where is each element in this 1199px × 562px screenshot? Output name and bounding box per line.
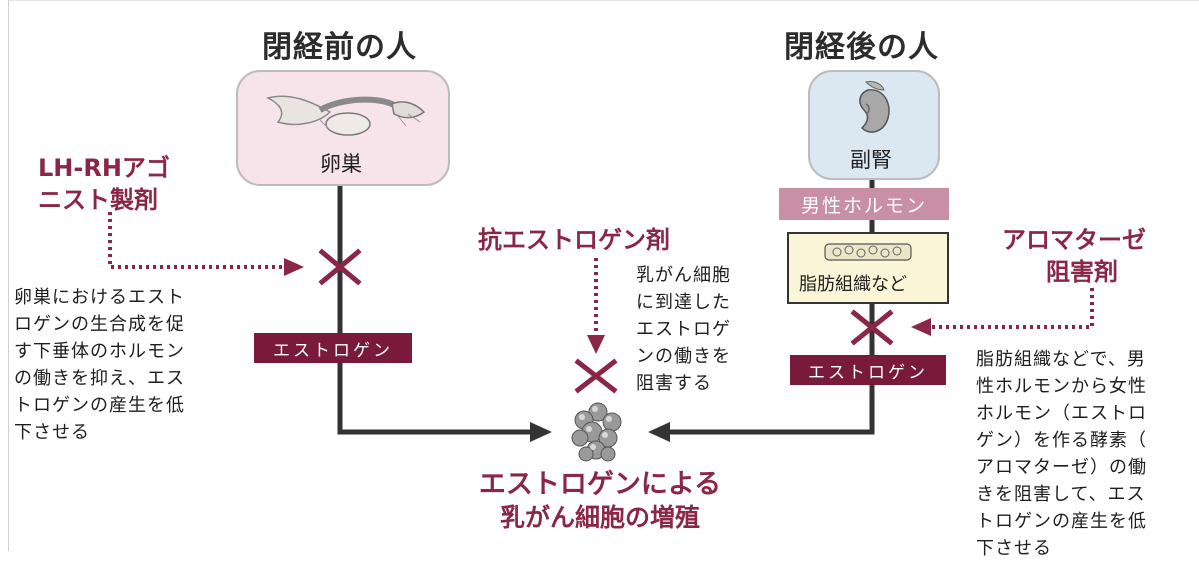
cancer-cell-cluster-icon <box>571 402 622 462</box>
antiestrogen-label: 抗エストロゲン剤 <box>478 226 670 254</box>
antiestrogen-note-line: エストロゲ <box>636 319 731 340</box>
adrenal-box: 副腎 <box>808 70 940 180</box>
postmenopause-title: 閉経後の人 <box>784 30 939 65</box>
aromatase-inhibitor-line2: 阻害剤 <box>1046 258 1118 286</box>
aromatase-inhibitor-label: アロマターゼ 阻害剤 <box>1002 224 1146 288</box>
x-block-mark-center <box>574 358 618 394</box>
antiestrogen-note-line: 阻害する <box>636 373 712 394</box>
aromatase-note-line: 下させる <box>976 538 1052 559</box>
antiestrogen-note: 乳がん細胞 に到達した エストロゲ ンの働きを 阻害する <box>636 262 731 397</box>
ovary-illustration-icon <box>265 95 426 136</box>
lhrh-dotted-line <box>108 212 285 269</box>
aromatase-note-line: 脂肪組織などで、男 <box>976 349 1146 370</box>
adrenal-label: 副腎 <box>850 148 892 172</box>
lhrh-dotted-arrowhead <box>284 258 304 276</box>
aromatase-note-line: ホルモン（エストロ <box>976 403 1147 424</box>
aromatase-note-line: きを阻害して、エス <box>976 484 1146 505</box>
aromatase-dotted-arrowhead <box>911 318 931 336</box>
aromatase-dotted-line <box>930 288 1094 329</box>
lhrh-note-line: ロゲンの生合成を促 <box>14 314 185 335</box>
lhrh-note-line: す下垂体のホルモン <box>14 341 185 362</box>
aromatase-inhibitor-line1: アロマターゼ <box>1002 226 1146 254</box>
lhrh-note-line: 卵巣におけるエスト <box>14 287 185 308</box>
fat-tissue-label: 脂肪組織など <box>799 274 907 295</box>
fat-tissue-illustration-icon <box>824 243 912 261</box>
aromatase-note-line: 性ホルモンから女性 <box>976 376 1147 397</box>
ovary-label: 卵巣 <box>320 152 362 176</box>
x-block-mark-left <box>318 248 362 286</box>
antiestrogen-note-line: ンの働きを <box>636 346 731 367</box>
adrenal-kidney-illustration-icon <box>859 81 890 133</box>
ovary-box: 卵巣 <box>236 70 450 186</box>
lhrh-agonist-line1: LH-RHアゴ <box>38 154 170 182</box>
fat-tissue-box: 脂肪組織など <box>787 232 949 304</box>
result-line2: 乳がん細胞の増殖 <box>499 503 700 532</box>
right-flow-arrowhead <box>648 422 670 442</box>
premenopause-title: 閉経前の人 <box>262 30 417 65</box>
aromatase-note-line: トロゲンの産生を低 <box>976 511 1147 532</box>
lhrh-note-line: の働きを抑え、エス <box>14 368 185 389</box>
left-flow-arrowhead <box>530 422 552 442</box>
lhrh-note: 卵巣におけるエスト ロゲンの生合成を促 す下垂体のホルモン の働きを抑え、エス … <box>14 284 185 446</box>
aromatase-note-line: ゲン）を作る酵素（ <box>976 430 1147 451</box>
lhrh-agonist-line2: ニスト製剤 <box>38 186 158 214</box>
result-line1: エストロゲンによる <box>478 469 722 500</box>
diagram-frame <box>8 0 1199 551</box>
aromatase-note: 脂肪組織などで、男 性ホルモンから女性 ホルモン（エストロ ゲン）を作る酵素（ … <box>976 346 1147 562</box>
x-block-mark-right <box>850 309 894 346</box>
lhrh-note-line: 下させる <box>14 422 90 443</box>
aromatase-note-line: アロマターゼ）の働 <box>976 457 1147 478</box>
antiestrogen-note-line: 乳がん細胞 <box>636 265 731 286</box>
left-flow-line <box>337 183 532 435</box>
male-hormone-tag: 男性ホルモン <box>779 188 949 220</box>
result-label: エストロゲンによる 乳がん細胞の増殖 <box>450 468 750 534</box>
estrogen-tag-right: エストロゲン <box>790 355 946 385</box>
antiestrogen-note-line: に到達した <box>636 292 731 313</box>
antiestrogen-dotted-arrowhead <box>587 335 605 354</box>
lhrh-note-line: トロゲンの産生を低 <box>14 395 185 416</box>
estrogen-tag-left: エストロゲン <box>254 333 412 363</box>
lhrh-agonist-label: LH-RHアゴ ニスト製剤 <box>38 152 170 216</box>
